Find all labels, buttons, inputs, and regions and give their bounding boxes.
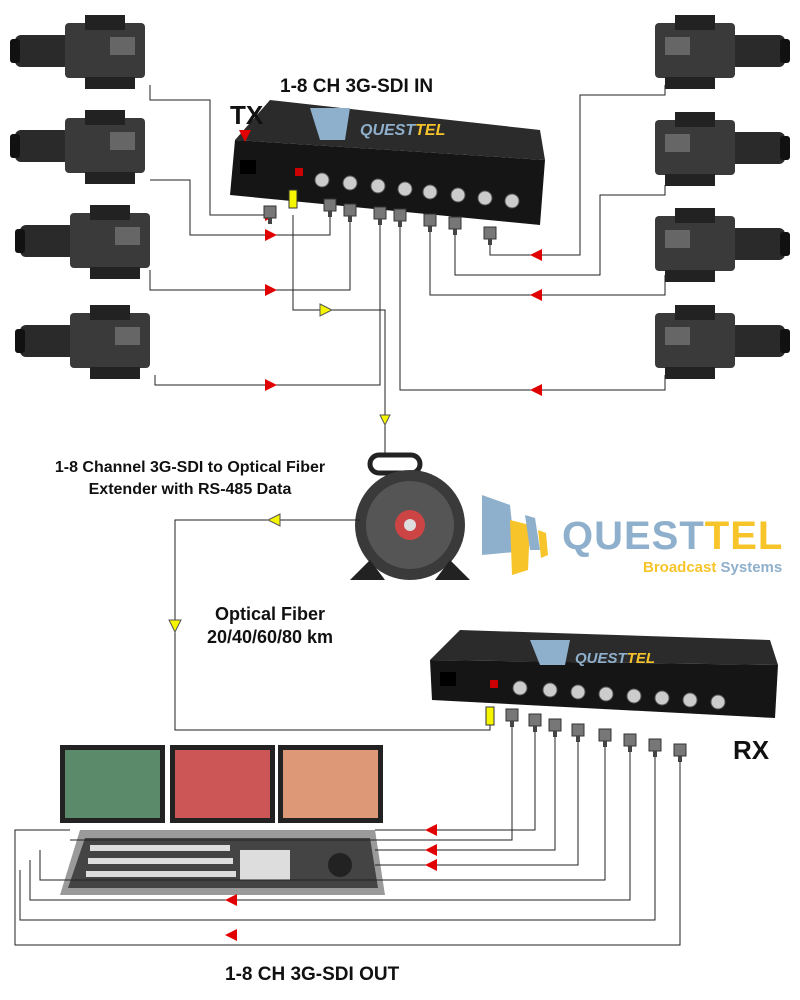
camera-left-4 (15, 305, 150, 379)
extender-caption-line2: Extender with RS-485 Data (88, 481, 292, 498)
logo-broadcast: Broadcast (643, 559, 717, 576)
logo-tagline: Broadcast Systems (643, 559, 782, 576)
logo-quest: QUEST (562, 514, 705, 558)
fiber-reel (350, 452, 470, 580)
tx-input-title: 1-8 CH 3G-SDI IN (280, 76, 434, 97)
camera-left-3 (15, 205, 150, 279)
logo-tel: TEL (704, 514, 784, 558)
camera-right-1 (655, 15, 790, 89)
signal-arrows (168, 130, 542, 941)
fiber-caption-line2: 20/40/60/80 km (206, 627, 334, 647)
bnc-connectors (263, 189, 687, 763)
tx-device: QUESTTEL (230, 100, 545, 225)
questtel-logo-text: QUESTTEL (562, 514, 783, 559)
rx-device: QUESTTEL (430, 630, 778, 718)
camera-right-4 (655, 305, 790, 379)
fiber-caption-line1: Optical Fiber (214, 604, 326, 624)
camera-left-1 (10, 15, 145, 89)
fiber-caption: Optical Fiber 20/40/60/80 km (190, 603, 350, 649)
output-title: 1-8 CH 3G-SDI OUT (225, 964, 400, 985)
rx-label: RX (733, 735, 770, 765)
production-switcher (60, 745, 385, 895)
questtel-logo-mark (482, 495, 548, 575)
tx-label: TX (230, 100, 264, 130)
svg-text:QUESTTEL: QUESTTEL (360, 122, 445, 139)
extender-caption-line1: 1-8 Channel 3G-SDI to Optical Fiber (54, 459, 326, 476)
camera-left-2 (10, 110, 145, 184)
svg-text:QUESTTEL: QUESTTEL (575, 650, 655, 667)
extender-caption: 1-8 Channel 3G-SDI to Optical Fiber Exte… (20, 457, 360, 501)
camera-right-3 (655, 208, 790, 282)
camera-right-2 (655, 112, 790, 186)
logo-systems: Systems (720, 559, 783, 576)
